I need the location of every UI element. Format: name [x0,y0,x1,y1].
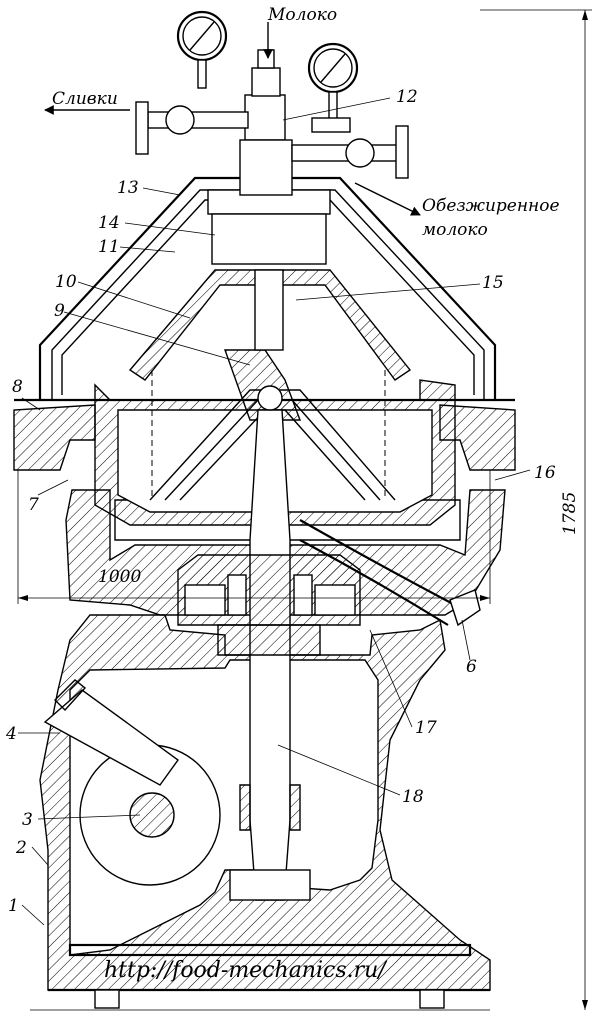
outlet-valves [135,101,409,179]
flow-arrows [44,22,421,216]
callout-16: 16 [534,463,556,483]
watermark-url: http://food-mechanics.ru/ [104,958,388,983]
label-milk: Молоко [267,5,337,25]
callout-8: 8 [12,377,23,397]
inlet-pipe [239,49,293,351]
callout-17: 17 [415,718,437,738]
callout-1: 1 [8,896,19,916]
label-cream: Сливки [52,89,118,109]
callout-13: 13 [117,178,139,198]
callout-11: 11 [98,237,120,257]
callout-10: 10 [55,272,77,292]
gauges [176,10,359,121]
callout-9: 9 [54,301,65,321]
callout-18: 18 [402,787,424,807]
label-skim-milk-2: молоко [422,220,488,240]
callout-14: 14 [98,213,120,233]
callout-15: 15 [482,273,504,293]
dimension-lines [17,9,592,1010]
dim-height: 1785 [560,492,580,535]
bearing-housing [177,554,361,656]
callout-4: 4 [5,724,17,744]
callout-12: 12 [396,87,418,107]
callout-6: 6 [466,657,477,677]
callout-2: 2 [15,838,27,858]
callout-3: 3 [22,810,33,830]
leader-lines [18,97,531,926]
label-skim-milk-1: Обезжиренное [422,196,560,216]
callout-7: 7 [28,495,39,515]
outlet-pipe [299,519,481,627]
dim-width: 1000 [98,567,141,587]
